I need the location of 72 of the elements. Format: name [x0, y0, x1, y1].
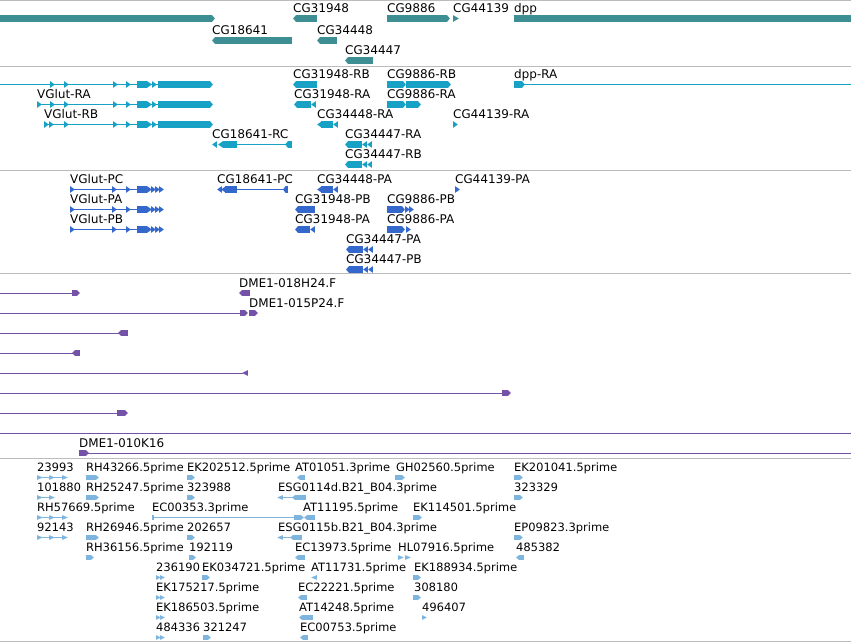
- est-label: AT11195.5prime: [303, 501, 398, 513]
- transcript-label: CG9886-RB: [387, 68, 456, 80]
- est-label: 92143: [37, 521, 74, 533]
- protein-label: CG9886-PB: [387, 193, 456, 205]
- protein-label: CG44139-PA: [455, 173, 530, 185]
- est-label: EK186503.5prime: [156, 601, 260, 613]
- transcript-label: dpp-RA: [514, 68, 558, 80]
- est-label: 496407: [422, 601, 466, 613]
- est-label: 101880: [37, 481, 81, 493]
- est-label: 192119: [189, 541, 233, 553]
- est-label: EK114501.5prime: [413, 501, 516, 513]
- transcript-label: CG44139-RA: [453, 108, 530, 120]
- est-label: RH25247.5prime: [86, 481, 184, 493]
- est-label: AT01051.3prime: [295, 461, 390, 473]
- est-label: 23993: [37, 461, 74, 473]
- gene-label: CG31948: [293, 2, 349, 14]
- protein-label: VGlut-PB: [70, 213, 123, 225]
- transcript-label: CG31948-RA: [294, 88, 370, 100]
- transcript-label: CG34447-RA: [345, 128, 422, 140]
- est-label: 321247: [203, 621, 247, 633]
- est-label: EC00753.5prime: [300, 621, 396, 633]
- est-label: EK202512.5prime: [187, 461, 290, 473]
- transcript-label: VGlut-RB: [44, 108, 98, 120]
- protein-label: CG34448-PA: [317, 173, 392, 185]
- est-label: EP09823.3prime: [514, 521, 610, 533]
- est-label: GH02560.5prime: [396, 461, 495, 473]
- est-label: 202657: [187, 521, 231, 533]
- gene-label: CG34447: [345, 44, 401, 56]
- est-label: 308180: [414, 581, 458, 593]
- gene-label: dpp: [514, 2, 537, 14]
- protein-label: CG9886-PA: [387, 213, 454, 225]
- est-label: HL07916.5prime: [398, 541, 494, 553]
- est-label: RH26946.5prime: [86, 521, 184, 533]
- clone-end-label: DME1-010K16: [79, 437, 164, 449]
- est-label: EK175217.5prime: [156, 581, 260, 593]
- protein-label: CG34447-PA: [346, 233, 421, 245]
- protein-label: CG34447-PB: [346, 253, 422, 265]
- est-label: EK201041.5prime: [514, 461, 618, 473]
- protein-label: CG18641-PC: [217, 173, 293, 185]
- transcript-label: VGlut-RA: [37, 88, 91, 100]
- est-label: RH57669.5prime: [37, 501, 135, 513]
- est-label: 484336: [156, 621, 200, 633]
- protein-label: VGlut-PC: [70, 173, 124, 185]
- est-label: EC13973.5prime: [295, 541, 392, 553]
- gene-label: CG18641: [212, 24, 268, 36]
- est-label: AT11731.5prime: [311, 561, 406, 573]
- clone-end-label: DME1-015P24.F: [249, 297, 344, 309]
- protein-label: CG31948-PA: [295, 213, 370, 225]
- est-label: EC00353.3prime: [152, 501, 248, 513]
- gene-label: CG34448: [317, 24, 373, 36]
- transcript-label: CG18641-RC: [212, 128, 288, 140]
- est-label: RH43266.5prime: [86, 461, 184, 473]
- est-label: 323329: [514, 481, 558, 493]
- clone-end-label: DME1-018H24.F: [239, 277, 336, 289]
- est-label: ESG0115b.B21_B04.3prime: [278, 521, 437, 533]
- est-label: AT14248.5prime: [299, 601, 394, 613]
- transcript-label: CG34448-RA: [317, 108, 394, 120]
- transcript-label: CG9886-RA: [387, 88, 456, 100]
- est-label: EK034721.5prime: [202, 561, 306, 573]
- gene-label: CG9886: [387, 2, 436, 14]
- transcript-label: CG34447-RB: [345, 148, 422, 160]
- est-label: EK188934.5prime: [414, 561, 518, 573]
- est-label: 236190: [156, 561, 200, 573]
- est-label: RH36156.5prime: [86, 541, 184, 553]
- gene-label: CG44139: [453, 2, 509, 14]
- est-label: 323988: [187, 481, 231, 493]
- est-label: ESG0114d.B21_B04.3prime: [278, 481, 437, 493]
- est-label: 485382: [516, 541, 560, 553]
- est-label: EC22221.5prime: [298, 581, 394, 593]
- protein-label: VGlut-PA: [70, 193, 122, 205]
- transcript-label: CG31948-RB: [293, 68, 370, 80]
- protein-label: CG31948-PB: [295, 193, 371, 205]
